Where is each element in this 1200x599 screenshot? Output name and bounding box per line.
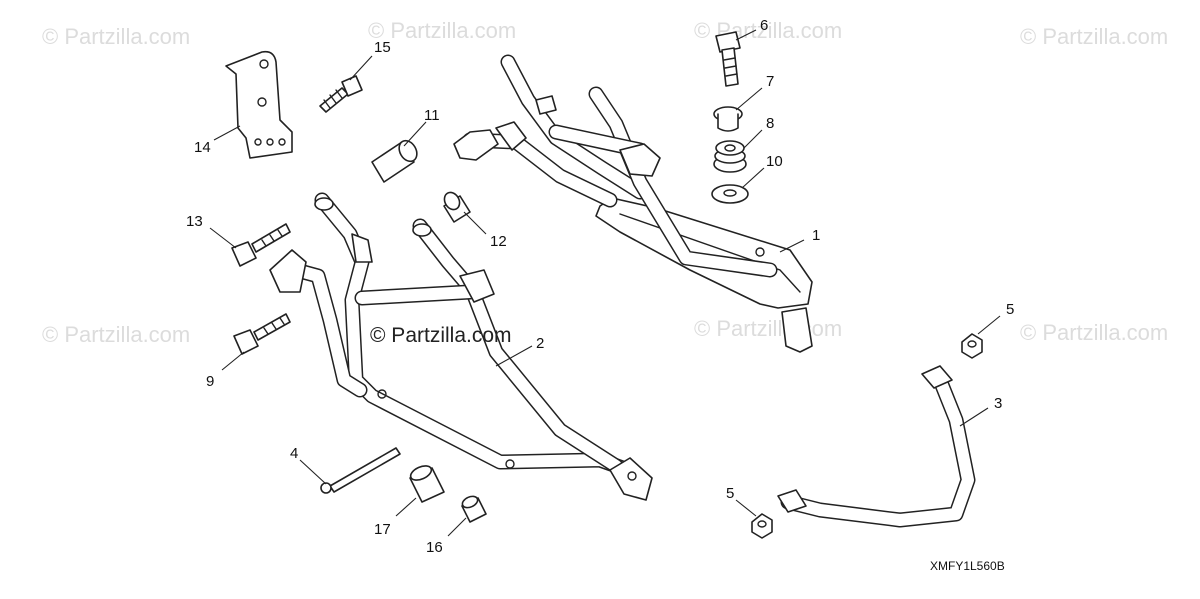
leader-4 (299, 459, 327, 485)
leader-9 (221, 351, 245, 371)
callout-2[interactable]: 2 (536, 335, 544, 352)
leader-16 (447, 517, 467, 537)
leader-lines (209, 29, 1001, 537)
callout-5-lower[interactable]: 5 (726, 485, 734, 502)
leader-5b (735, 499, 757, 517)
part-11-collar[interactable] (371, 137, 420, 183)
watermark-mid-right: © Partzilla.com (1020, 320, 1168, 345)
callout-13[interactable]: 13 (186, 213, 203, 230)
callout-9[interactable]: 9 (206, 373, 214, 390)
leader-5a (977, 315, 1001, 335)
part-2-lower-frame[interactable] (269, 192, 653, 501)
leader-2 (495, 345, 533, 367)
leader-7 (735, 87, 763, 111)
part-5-nut-upper[interactable] (961, 333, 983, 359)
callout-10[interactable]: 10 (766, 153, 783, 170)
leader-8 (743, 129, 763, 149)
part-1-upper-frame[interactable] (453, 54, 813, 353)
callout-4[interactable]: 4 (290, 445, 298, 462)
watermark-main: © Partzilla.com (370, 324, 512, 347)
callout-3[interactable]: 3 (994, 395, 1002, 412)
leader-6 (735, 29, 757, 41)
watermark-top-center: © Partzilla.com (368, 18, 516, 43)
leader-1 (779, 239, 805, 253)
callout-1[interactable]: 1 (812, 227, 820, 244)
callout-7[interactable]: 7 (766, 73, 774, 90)
watermark-mid-right-mid: © Partzilla.com (694, 316, 842, 341)
callout-5-upper[interactable]: 5 (1006, 301, 1014, 318)
part-8-rubber-mount[interactable] (713, 140, 747, 173)
leader-13 (209, 227, 237, 249)
watermark-mid-left: © Partzilla.com (42, 322, 190, 347)
leader-3 (959, 407, 989, 427)
part-14-bracket[interactable] (225, 50, 293, 159)
leader-11 (403, 121, 427, 147)
diagram-code: XMFY1L560B (930, 559, 1005, 573)
part-5-nut-lower[interactable] (751, 513, 773, 539)
callout-16[interactable]: 16 (426, 539, 443, 556)
part-6-bolt[interactable] (715, 31, 741, 87)
part-3-stay[interactable] (777, 365, 976, 528)
part-15-bolt[interactable] (319, 75, 363, 113)
callout-14[interactable]: 14 (194, 139, 211, 156)
callout-15[interactable]: 15 (374, 39, 391, 56)
callout-12[interactable]: 12 (490, 233, 507, 250)
part-7-collar[interactable] (713, 106, 743, 132)
callouts: 1 2 3 4 5 5 6 7 8 9 10 11 12 13 14 15 16… (186, 17, 1014, 556)
callout-11[interactable]: 11 (424, 107, 440, 124)
callout-17[interactable]: 17 (374, 521, 391, 538)
leader-15 (349, 55, 373, 81)
watermark-top-left: © Partzilla.com (42, 24, 190, 49)
callout-8[interactable]: 8 (766, 115, 774, 132)
part-4-pin[interactable] (320, 447, 401, 494)
watermark-top-right: © Partzilla.com (1020, 24, 1168, 49)
part-9-bolt[interactable] (233, 313, 291, 355)
part-10-washer[interactable] (711, 184, 749, 204)
part-13-bolt[interactable] (231, 223, 291, 267)
part-17-collar[interactable] (409, 463, 445, 503)
part-16-collar[interactable] (461, 494, 487, 523)
leader-17 (395, 497, 417, 517)
part-12-collar[interactable] (441, 190, 471, 223)
leader-10 (741, 167, 765, 189)
leader-14 (213, 125, 241, 141)
callout-6[interactable]: 6 (760, 17, 768, 34)
watermarks: © Partzilla.com © Partzilla.com © Partzi… (42, 18, 1168, 347)
leader-12 (463, 211, 487, 235)
